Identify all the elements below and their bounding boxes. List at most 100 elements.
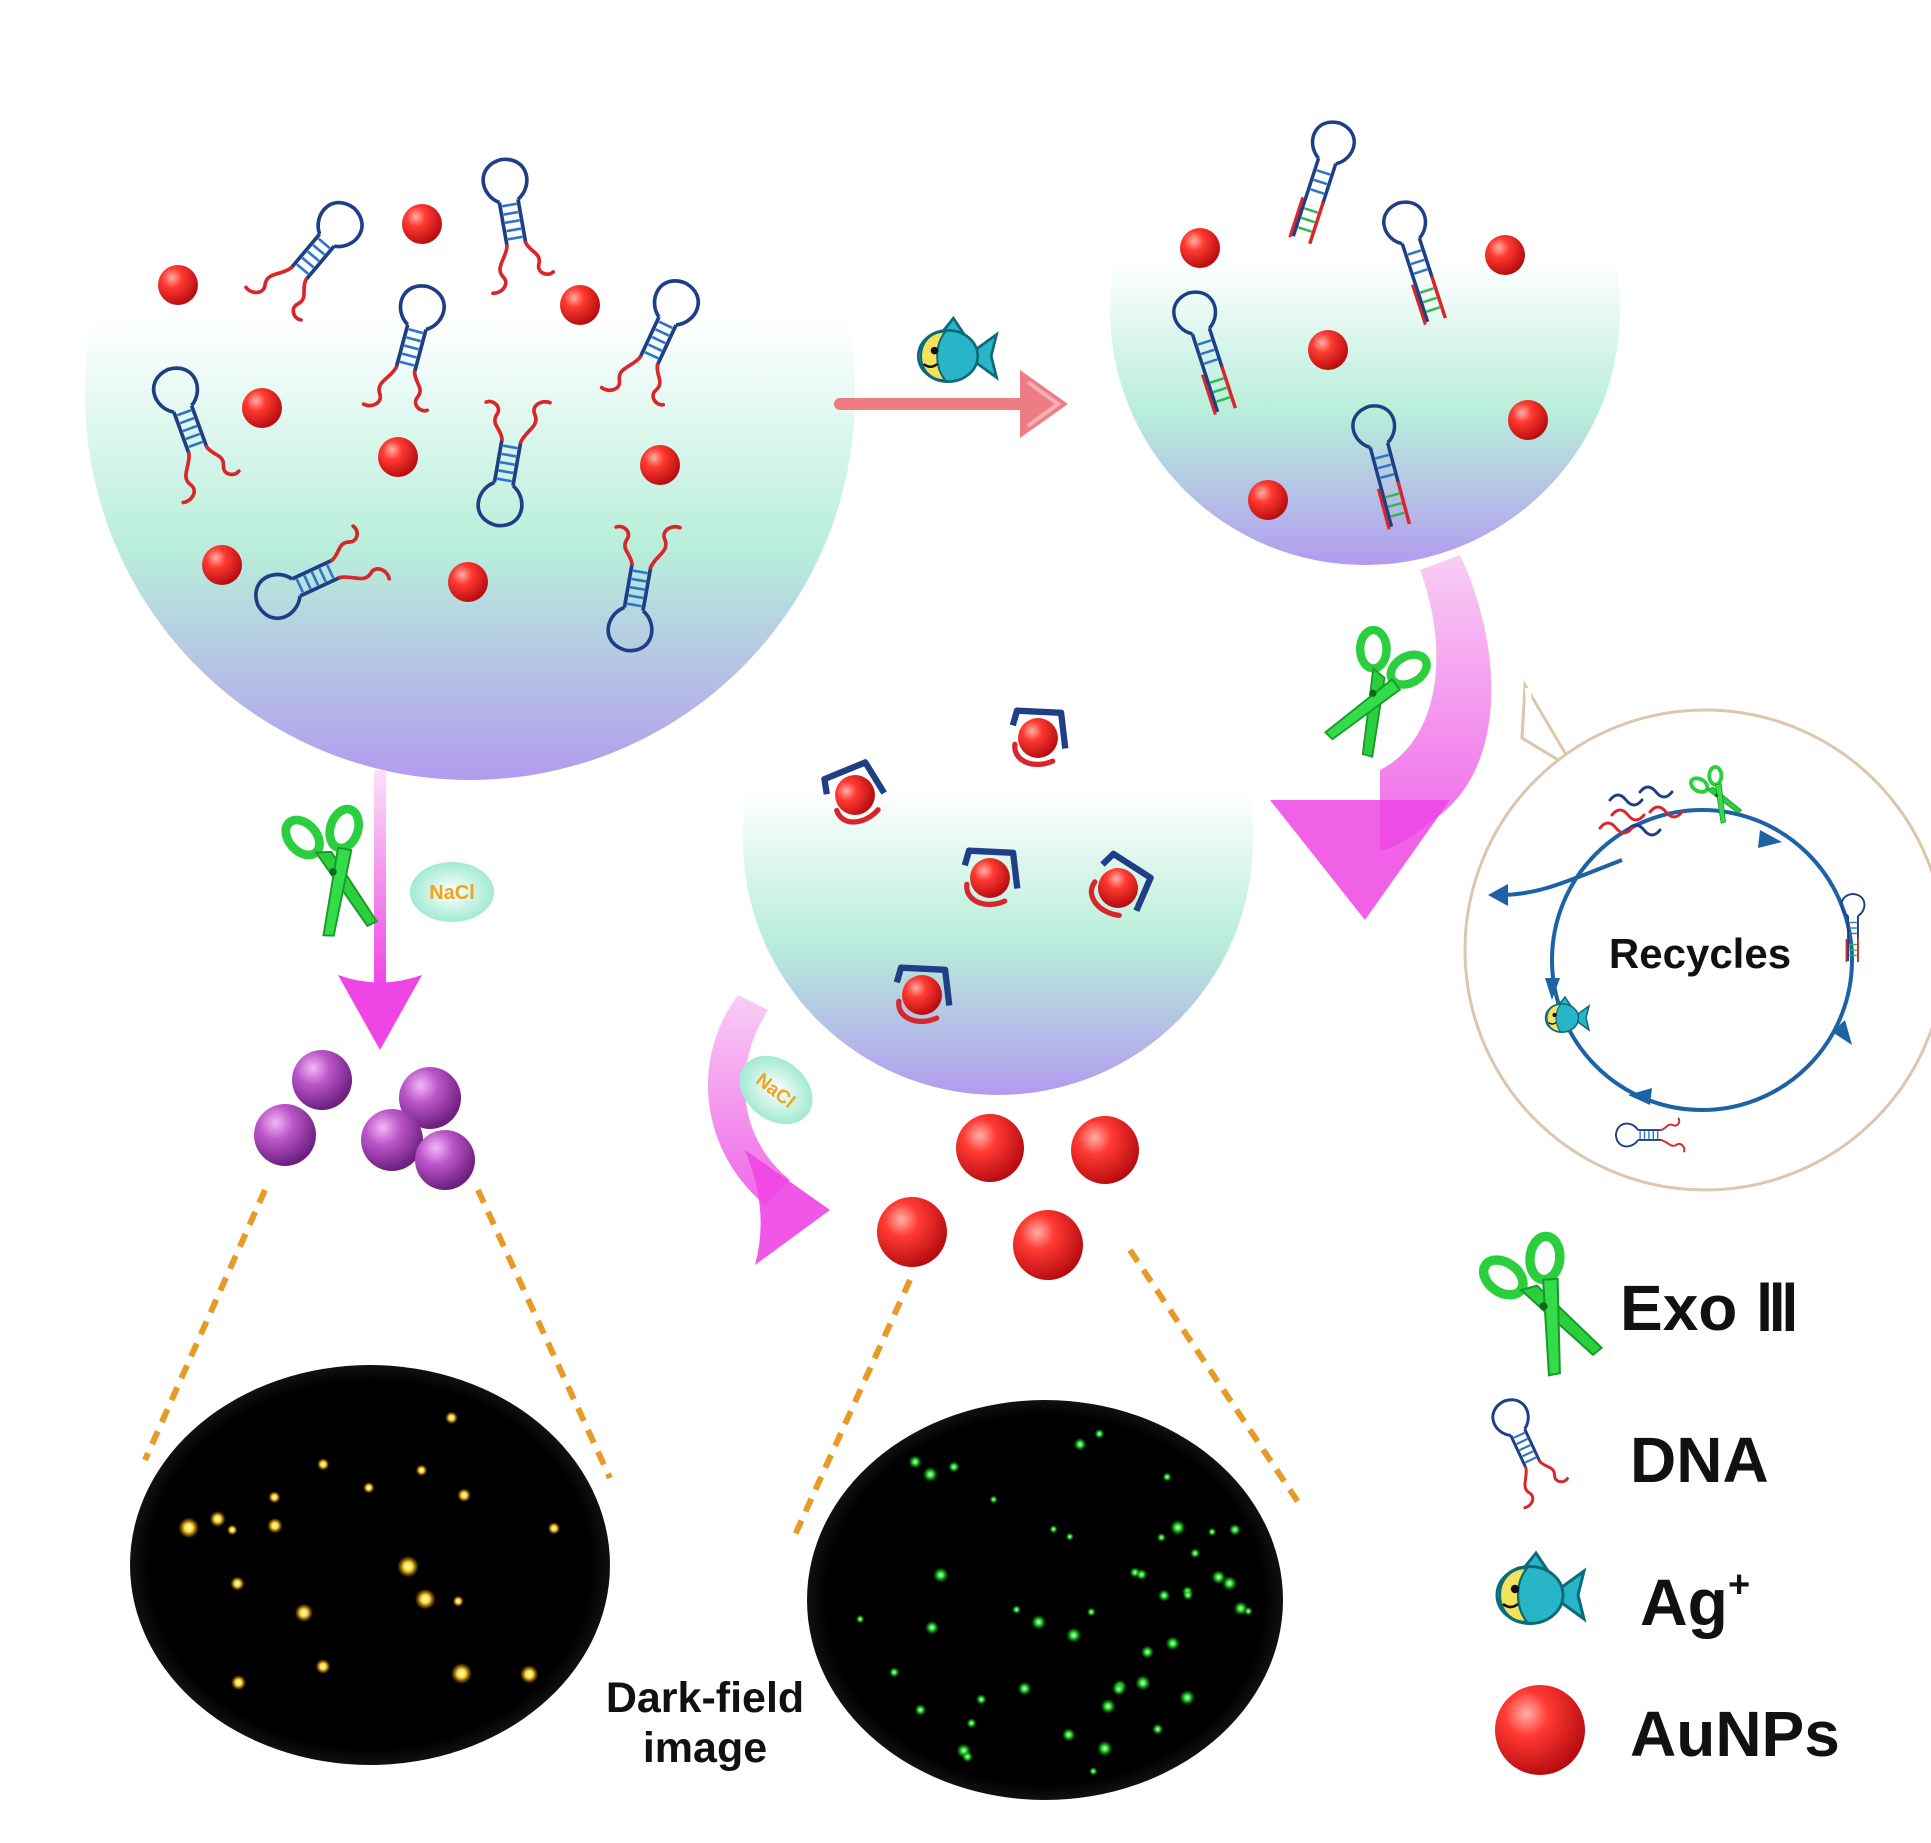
nacl-path-arrow [707, 995, 790, 1205]
fish-icon [916, 316, 998, 383]
dna-fragments [1598, 785, 1684, 837]
nacl-badge-left: NaCl [410, 862, 494, 922]
exo-digestion-arrow [1380, 555, 1492, 850]
scattering-spot [1182, 1589, 1194, 1601]
red-sphere-icon [1495, 1685, 1585, 1775]
scattering-spot [933, 1567, 949, 1583]
scattering-spot [1135, 1675, 1151, 1691]
fish-icon [1495, 1551, 1586, 1625]
dispersed-aunps [877, 1114, 1139, 1280]
dark-field-label-line2: image [643, 1724, 767, 1772]
scattering-spot [989, 1495, 998, 1504]
scattering-spot [889, 1667, 900, 1678]
scattering-spot [966, 1718, 977, 1729]
scattering-spot [922, 1466, 938, 1483]
dark-field-image-right [807, 1400, 1283, 1800]
cycle-ring [1550, 808, 1854, 1112]
scattering-spot [1169, 1519, 1186, 1536]
scattering-spot [1135, 1568, 1148, 1581]
scattering-spot [1157, 1589, 1171, 1602]
cycle-label: Recycles [1609, 930, 1791, 977]
scattering-spot [520, 1665, 539, 1684]
nacl-badge-middle: NaCl [739, 1055, 813, 1125]
scissors-icon [1471, 1224, 1613, 1387]
solution-wrapped-aunp [743, 585, 1253, 1095]
scattering-spot [452, 1595, 464, 1607]
scattering-spot [1089, 1767, 1098, 1776]
legend-item-aunps: AuNPs [1495, 1685, 1840, 1775]
scattering-spot [975, 1694, 987, 1705]
scattering-spot [1140, 1645, 1154, 1659]
scattering-spot [415, 1464, 428, 1477]
svg-text:NaCl: NaCl [429, 882, 475, 904]
dark-field-image-left [130, 1365, 610, 1765]
scattering-spot [1065, 1532, 1074, 1541]
scattering-spot [209, 1511, 226, 1527]
solution-bubble [85, 10, 855, 780]
scattering-spot [230, 1576, 245, 1591]
solution-bubble [743, 585, 1253, 1095]
ag-addition-arrow [834, 370, 1068, 438]
scattering-spot [908, 1455, 922, 1469]
aggregated-aunps [254, 1050, 475, 1190]
legend-label-aunps: AuNPs [1630, 1698, 1840, 1770]
dark-field-label-line1: Dark-field [606, 1674, 804, 1722]
legend-item-exo: Exo Ⅲ [1471, 1224, 1799, 1387]
cycle-arrowheads [1545, 830, 1852, 1105]
scattering-spot [1233, 1601, 1248, 1616]
legend-item-dna: DNA [1478, 1389, 1769, 1510]
legend-label-ag: Ag+ [1640, 1564, 1750, 1639]
exo-digestion-arrowhead [1270, 800, 1450, 920]
scattering-spot [1211, 1570, 1226, 1585]
scattering-spot [451, 1663, 472, 1684]
scattering-spot [1111, 1682, 1126, 1696]
scattering-spot [1086, 1607, 1096, 1617]
scattering-spot [925, 1620, 939, 1635]
scattering-spot [961, 1751, 974, 1763]
solution-ag-bound [1110, 55, 1620, 565]
legend: Exo Ⅲ DNA Ag+ AuNPs [1471, 1224, 1840, 1775]
scattering-spot [1162, 1472, 1172, 1482]
scattering-spot [397, 1555, 419, 1578]
scattering-spot [855, 1614, 865, 1624]
hairpin-dna-icon [1478, 1389, 1573, 1510]
scattering-spot [1049, 1525, 1058, 1534]
scattering-spot [1190, 1548, 1201, 1559]
legend-label-dna: DNA [1630, 1424, 1769, 1496]
scattering-spot [1094, 1428, 1105, 1439]
scattering-spot [317, 1458, 330, 1471]
scattering-spot [1222, 1575, 1237, 1591]
scattering-spot [227, 1524, 238, 1536]
scattering-spot [178, 1517, 200, 1539]
scattering-spot [1207, 1527, 1217, 1537]
scattering-spot [914, 1704, 927, 1716]
zoom-guides [142, 1188, 1303, 1537]
scattering-spot [1152, 1723, 1164, 1735]
scattering-spot [948, 1461, 960, 1473]
scattering-spot [1031, 1614, 1047, 1630]
scattering-spot [1100, 1698, 1116, 1714]
scattering-spot [1017, 1681, 1032, 1696]
scattering-spot [1165, 1636, 1180, 1651]
scattering-spot [1066, 1627, 1082, 1643]
scattering-spot [315, 1659, 331, 1674]
scattering-spot [457, 1488, 471, 1502]
recycle-inset: Recycles [1463, 679, 1931, 1192]
scattering-spot [231, 1675, 246, 1691]
scattering-spot [268, 1491, 281, 1504]
scattering-spot [294, 1603, 313, 1622]
scattering-spot [445, 1411, 458, 1425]
scissors-icon [276, 800, 387, 942]
scattering-spot [414, 1588, 436, 1610]
direct-path-arrow [338, 770, 422, 1050]
scattering-spot [1179, 1689, 1195, 1706]
nacl-path-arrowhead [745, 1150, 830, 1265]
solution-bubble [1110, 55, 1620, 565]
solution-initial [85, 10, 855, 780]
scattering-spot [1061, 1728, 1076, 1742]
scattering-spot [363, 1482, 375, 1494]
scattering-spot [267, 1518, 283, 1534]
legend-label-exo: Exo Ⅲ [1620, 1272, 1799, 1344]
scattering-spot [547, 1522, 561, 1535]
